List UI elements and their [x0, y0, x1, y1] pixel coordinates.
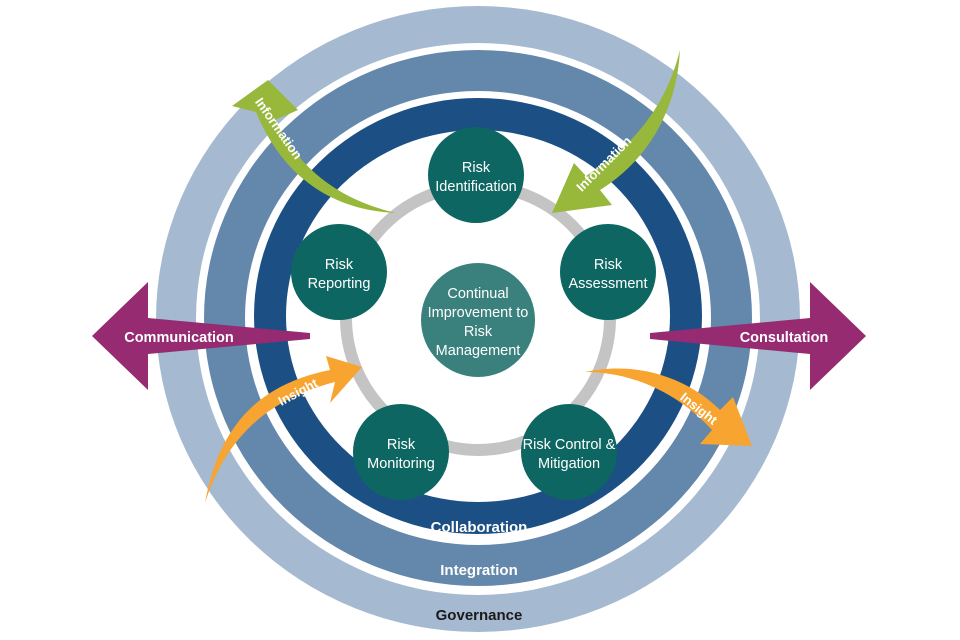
center-continual-improvement: Continual Improvement to Risk Management — [421, 263, 535, 377]
consultation-arrow: Consultation — [650, 282, 866, 390]
node-risk-identification-line-1: Risk — [462, 160, 491, 176]
center-label-line-1: Continual — [447, 286, 508, 302]
collaboration-label: Collaboration — [431, 519, 528, 536]
node-risk-identification: Risk Identification — [428, 127, 524, 223]
communication-arrow: Communication — [92, 282, 310, 390]
node-risk-monitoring-line-1: Risk — [387, 437, 416, 453]
node-risk-monitoring-line-2: Monitoring — [367, 456, 435, 472]
node-risk-reporting-line-1: Risk — [325, 257, 354, 273]
node-risk-assessment: Risk Assessment — [560, 224, 656, 320]
node-risk-control-line-1: Risk Control & — [523, 437, 616, 453]
center-label-line-4: Management — [436, 343, 521, 359]
center-label-line-2: Improvement to — [428, 305, 529, 321]
node-risk-reporting-line-2: Reporting — [308, 276, 371, 292]
node-risk-identification-line-2: Identification — [435, 179, 516, 195]
integration-label: Integration — [440, 562, 518, 579]
node-risk-assessment-line-1: Risk — [594, 257, 623, 273]
node-risk-control-line-2: Mitigation — [538, 456, 600, 472]
consultation-label: Consultation — [740, 330, 829, 346]
node-risk-monitoring: Risk Monitoring — [353, 404, 449, 500]
communication-label: Communication — [124, 330, 234, 346]
node-risk-assessment-line-2: Assessment — [569, 276, 648, 292]
governance-label: Governance — [436, 607, 523, 624]
center-label-line-3: Risk — [464, 324, 493, 340]
node-risk-reporting: Risk Reporting — [291, 224, 387, 320]
node-risk-control-mitigation: Risk Control & Mitigation — [521, 404, 617, 500]
